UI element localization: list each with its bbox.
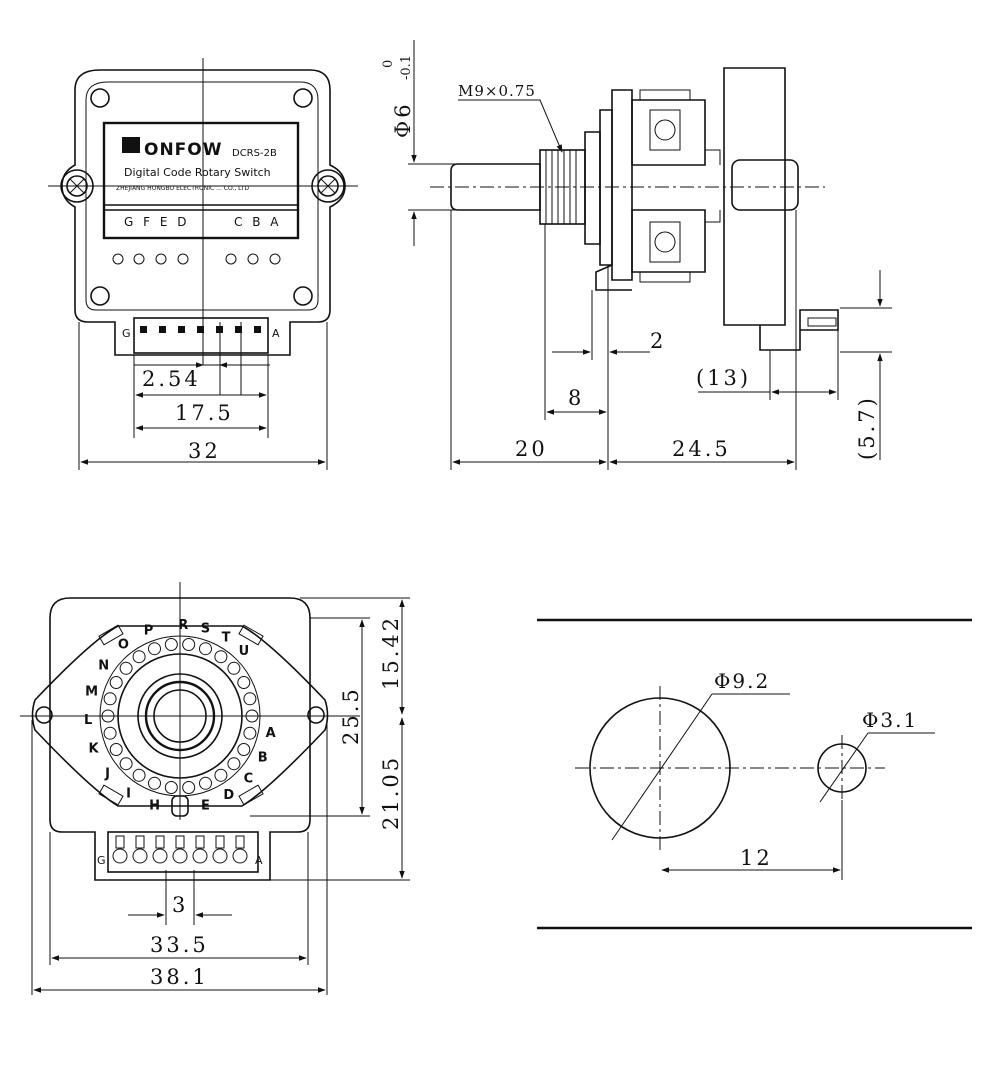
contact-dot: [119, 757, 133, 771]
side-view: Φ6 0 -0.1 M9×0.75 2 8 20 24.5 (13): [381, 40, 892, 470]
contact-dot: [237, 676, 251, 689]
dim-21-05: 21.05: [379, 755, 403, 830]
logo-mark-text: LE: [124, 140, 139, 153]
contact-dot: [237, 743, 251, 756]
panel-cutout: Φ9.2 Φ3.1 12: [537, 618, 972, 930]
contact-dot: [109, 743, 123, 756]
contact-dot: [199, 642, 212, 656]
ring-letter: L: [84, 713, 92, 728]
ring-letter: D: [223, 788, 234, 803]
dim-15-42: 15.42: [379, 615, 403, 690]
contact-dot: [227, 661, 241, 675]
ring-letter: R: [178, 618, 188, 633]
terminal-pins: [112, 835, 248, 864]
contact-dot: [243, 726, 257, 740]
dim-3: 3: [172, 893, 188, 917]
code-letters-right: C B A: [234, 215, 281, 229]
ring-letter: A: [266, 726, 276, 741]
dim-24-5: 24.5: [672, 437, 731, 461]
contact-dot: [227, 757, 241, 771]
dim-5-7: (5.7): [855, 395, 879, 460]
contact-dot: [103, 726, 117, 740]
dim-38-1: 38.1: [150, 965, 209, 989]
contact-dot: [148, 776, 161, 790]
tol-lower: -0.1: [399, 55, 414, 80]
contact-dot: [109, 676, 123, 689]
dim-20: 20: [515, 437, 548, 461]
ring-letter: H: [149, 798, 160, 813]
ring-letter: C: [244, 772, 254, 787]
dim-25-5: 25.5: [339, 686, 363, 745]
hole-small-diameter: Φ3.1: [862, 708, 918, 732]
ring-letter: P: [144, 624, 154, 639]
contact-dot: [148, 642, 161, 656]
contact-dot: [119, 661, 133, 675]
ring-letter: I: [126, 786, 131, 801]
logo-mark: [122, 137, 140, 153]
dim-8: 8: [568, 386, 584, 410]
contact-dot: [199, 776, 212, 790]
ring-letter: O: [118, 638, 129, 653]
ring-letter: U: [239, 644, 250, 659]
contact-dot: [164, 638, 178, 651]
ring-letter: J: [104, 767, 110, 782]
contact-dot: [132, 768, 146, 782]
hole-large-diameter: Φ9.2: [714, 669, 770, 693]
thread-spec: M9×0.75: [458, 82, 536, 100]
ring-letter: S: [201, 622, 210, 637]
ring-letter: N: [98, 659, 109, 674]
pin-label-g: G: [122, 327, 131, 340]
connector-pins: [140, 326, 261, 333]
dim-13: (13): [696, 366, 751, 390]
dim-pitch: 2.54: [142, 367, 201, 391]
contact-dot: [182, 638, 196, 651]
ring-letter: B: [258, 750, 268, 765]
company-name: ZHEJIANG HONGBO ELECTRONIC ... CO., LTD: [116, 185, 249, 192]
model-number: DCRS-2B: [232, 148, 277, 159]
contact-dot: [214, 768, 228, 782]
front-view: LE ONFOW DCRS-2B Digital Code Rotary Swi…: [48, 58, 358, 470]
dim-pin-span: 17.5: [175, 401, 234, 425]
dim-hole-spacing: 12: [740, 846, 773, 870]
contact-dot: [103, 692, 117, 706]
tol-upper: 0: [381, 60, 396, 68]
product-name: Digital Code Rotary Switch: [124, 166, 271, 179]
rear-pin-label-a: A: [255, 854, 263, 867]
pin-label-a: A: [272, 327, 280, 340]
contact-dot: [214, 650, 228, 664]
ring-letter: M: [85, 685, 98, 700]
indicator-dots: [112, 253, 281, 265]
dim-shaft-diameter: Φ6: [391, 101, 415, 138]
brand-name: ONFOW: [144, 140, 223, 160]
contact-dot: [164, 781, 178, 794]
ring-letter: T: [222, 630, 231, 645]
code-letters-left: G F E D: [124, 215, 189, 229]
ring-letter: K: [88, 742, 99, 757]
dim-width: 32: [188, 439, 221, 463]
dim-33-5: 33.5: [150, 933, 209, 957]
dim-2: 2: [650, 329, 666, 353]
contact-dot: [132, 650, 146, 664]
contact-dot: [243, 692, 257, 706]
contact-dot: [182, 781, 196, 794]
ring-letter: E: [201, 798, 210, 813]
rear-pin-label-g: G: [97, 854, 106, 867]
